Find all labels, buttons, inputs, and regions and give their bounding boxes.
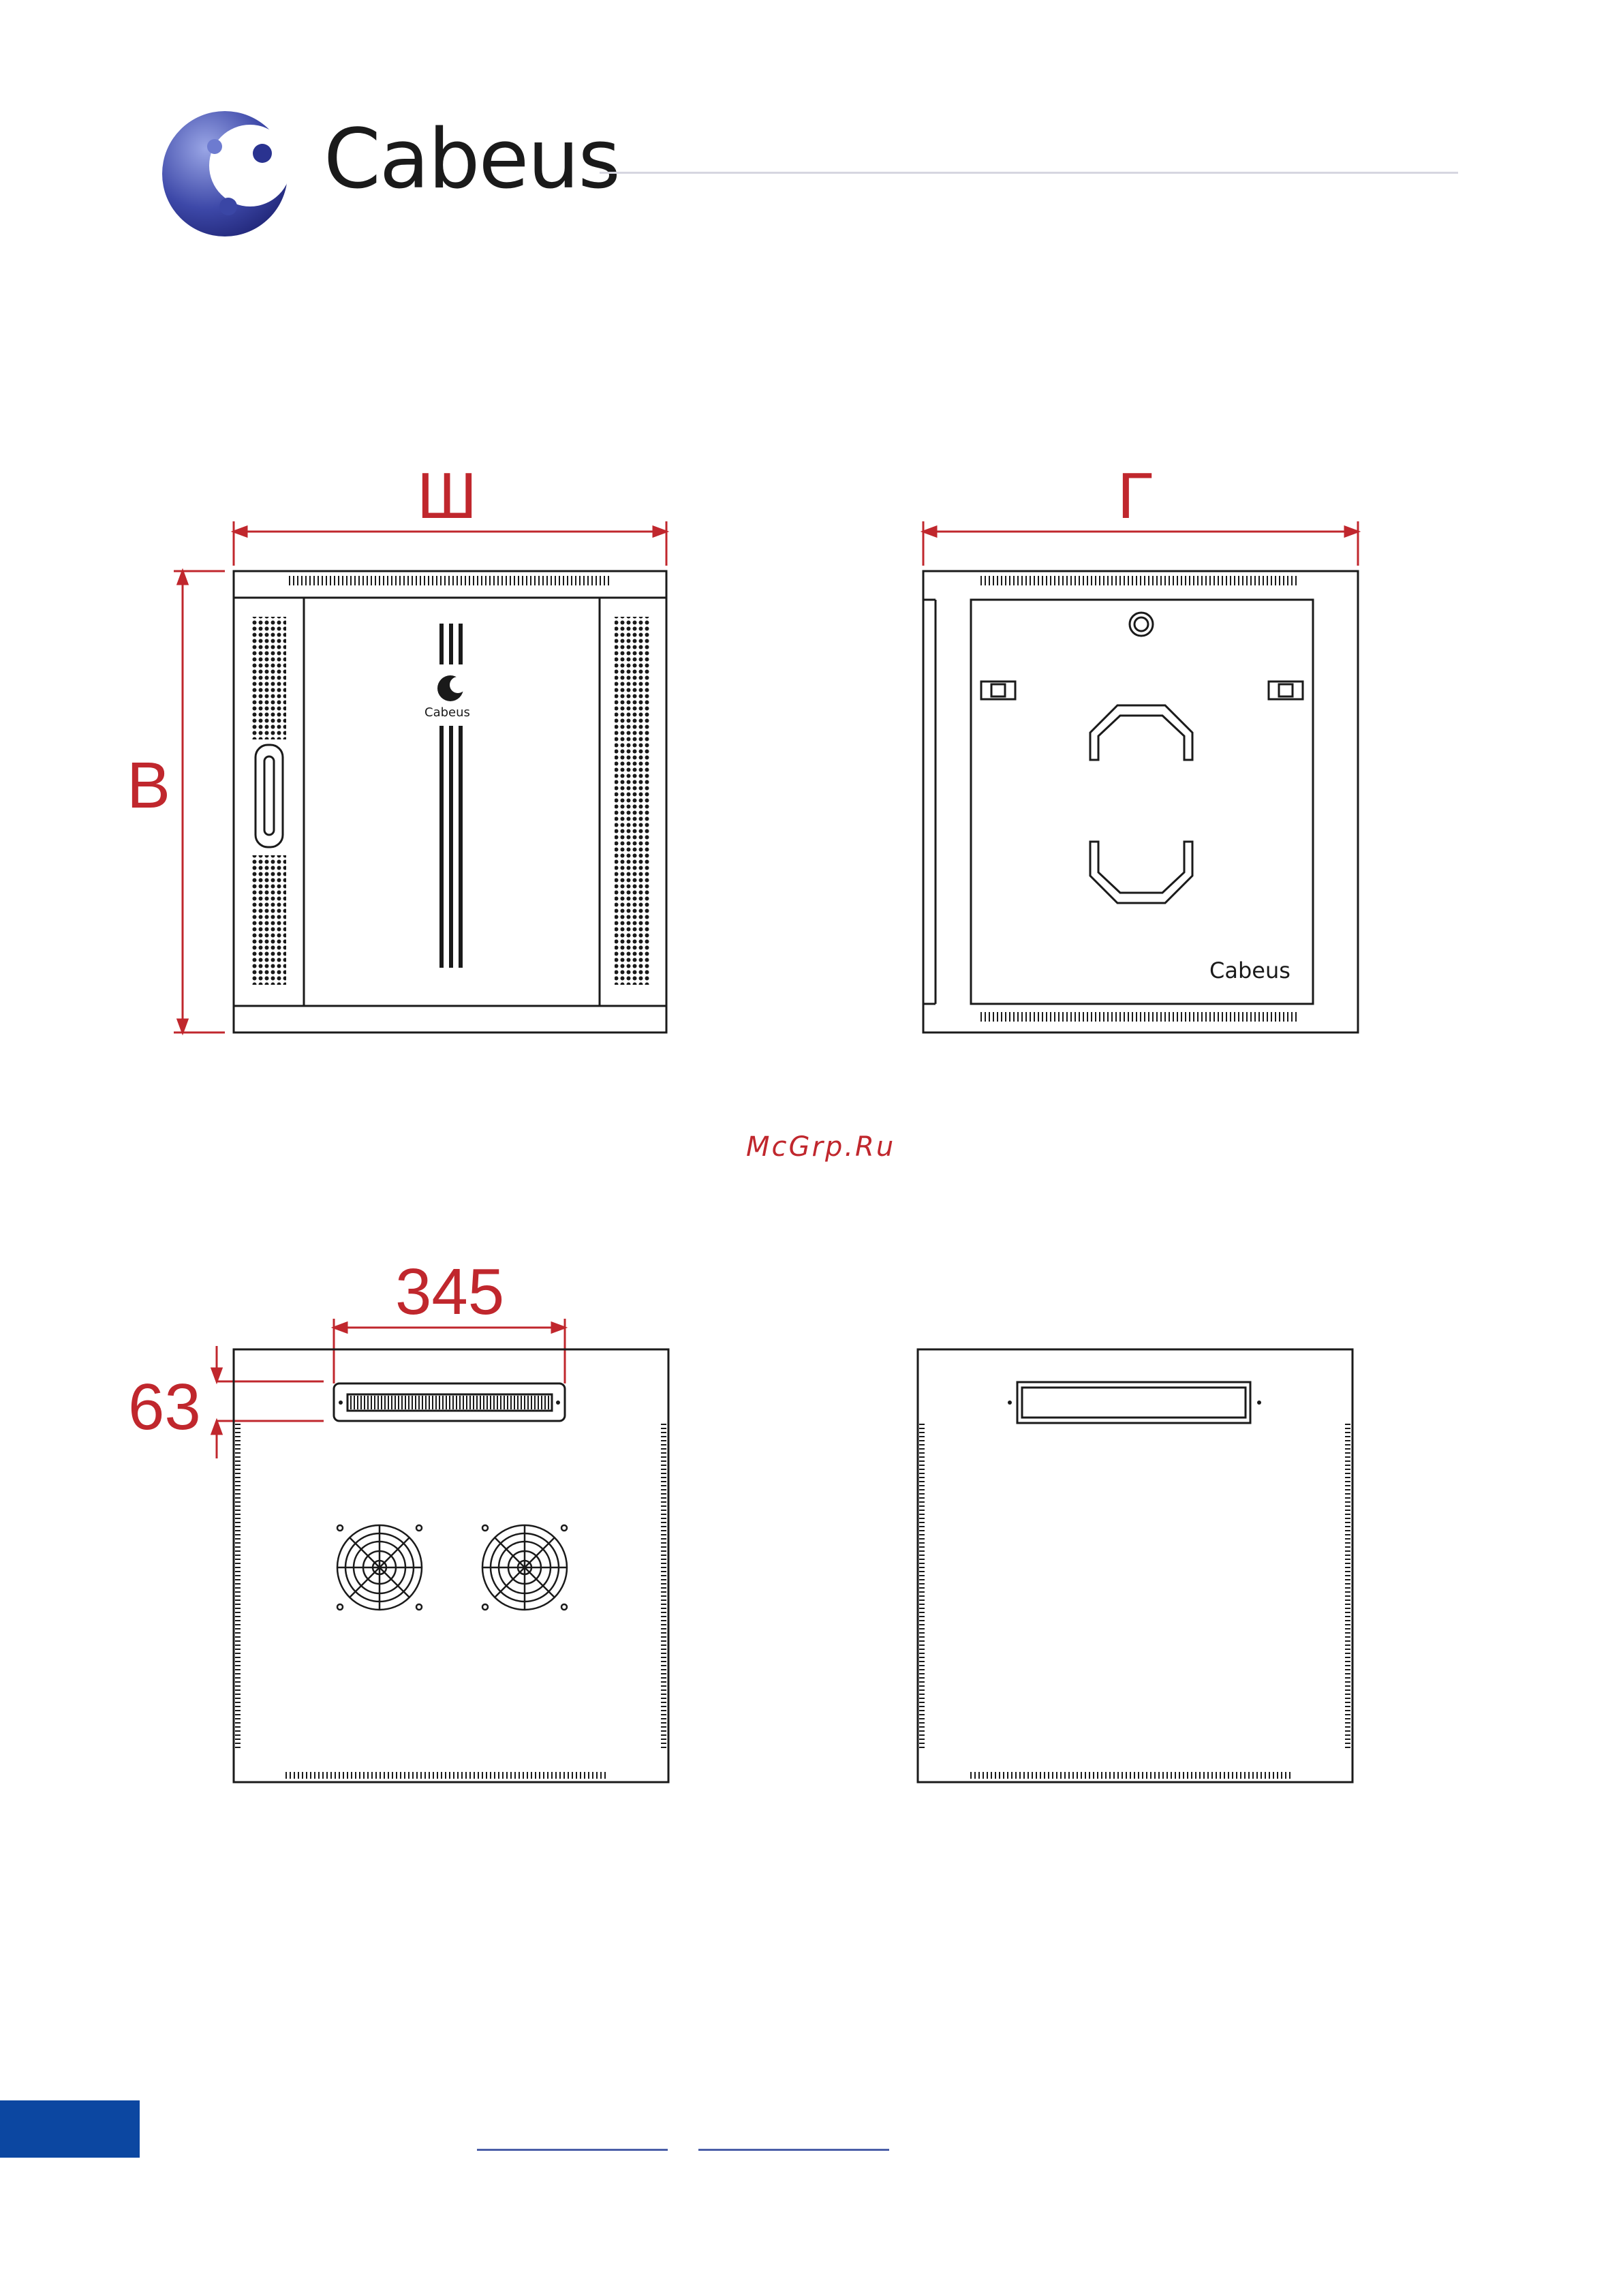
footer-rule-left bbox=[477, 2149, 668, 2151]
footer-rule-right bbox=[698, 2149, 889, 2151]
page-marker bbox=[0, 2100, 140, 2158]
